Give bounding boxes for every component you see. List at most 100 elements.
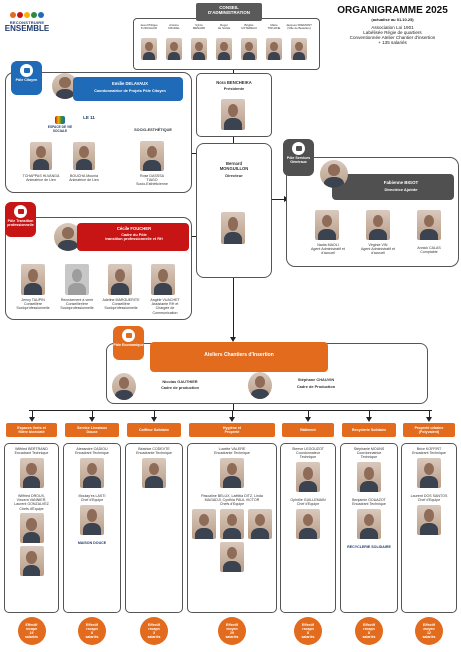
column-person-photo (296, 462, 320, 493)
page-title: ORGANIGRAMME 2025 (337, 5, 448, 16)
column-connector (369, 410, 370, 418)
effectif-badge: Effectif recapn 8 salariés (78, 617, 106, 645)
conseil-member-name: Marie TIRUANE (267, 23, 281, 31)
services-staff-2: Virginie VIN Agent Administratif et d'ac… (361, 243, 395, 256)
column-person: Brice KOFFIRT Encadrant Technique (412, 447, 446, 456)
column-person: Ophélie GUILLEMAIN Chef d'Equipe (290, 498, 326, 507)
connector-eco-down (233, 404, 234, 410)
pole-transition-tag-label: Pôle Transition professionnelle (7, 219, 34, 228)
heading-line-3: Conventionnée Atelier Chantier d'inserti… (349, 35, 436, 40)
directeur-box (196, 143, 272, 278)
conseil-title: CONSEIL D'ADMINISTRATION (196, 3, 262, 21)
column-person: Laurent DOS SANTOS Chef d'Equipe (410, 493, 448, 503)
transition-head-banner (77, 223, 189, 251)
ateliers-banner (150, 342, 328, 372)
column-person: Benjamin GOUAZOT Encadrant Technique (352, 498, 386, 507)
update-date: (actualisé au 01.10.25) (371, 17, 414, 22)
column-person-photo (248, 509, 272, 539)
directeur-photo (221, 212, 245, 244)
column-person-photo (357, 462, 381, 493)
evs-logo: ESPACE DE VIE SOCIALE (44, 116, 76, 136)
services-staff-photo-2 (366, 210, 390, 240)
conseil-member-photo (191, 38, 207, 60)
column-connector (31, 410, 33, 418)
effectif-badge: Effectif moyen 12 salariés (415, 617, 443, 645)
transition-staff-3: Adeline MARGUERITE Conseillère Socioprof… (102, 298, 140, 311)
column-arrow (305, 417, 311, 422)
effectif-badge: Effectif recapn 8 salariés (294, 617, 322, 645)
citoyen-head-role: Coordonnatrice de Projets Pôle Citoyen (94, 89, 166, 93)
directeur-role: Directeur (225, 173, 243, 178)
presidente-role: Présidente (223, 86, 245, 91)
column-person: Pascaline BELUX, Laëtitia DITZ, Linda MA… (201, 493, 263, 507)
citoyen-staff-1: TCHAPPAS HLVANGA Animatrice de Lien (22, 174, 60, 183)
conseil-member-name: Sylvie MENARD (192, 23, 206, 31)
presidente-name: Nora BENCHEIKA (216, 80, 252, 85)
transition-staff-2: Recrutement à venir Conseiller/ère Socio… (60, 298, 94, 311)
connector-to-economique (233, 278, 234, 337)
column-header: Hygiène et Propreté (189, 423, 275, 437)
manager-photo-2 (248, 372, 272, 399)
column-header: Bâtiment (282, 423, 334, 437)
effectif-badge: Effectif moyen 29 salariés (218, 617, 246, 645)
pole-economique-tag: Pôle Economique (113, 326, 144, 360)
column-logo: MAISON DOUCE (77, 540, 107, 545)
column-connector (308, 410, 309, 418)
connector-distribution-bar (29, 410, 432, 411)
column-person-photo (192, 509, 216, 539)
logo-line2: ENSEMBLE (4, 24, 50, 33)
org-logo: RECONSTRUIRE ENSEMBLE (4, 12, 50, 36)
evs-logo-text: ESPACE DE VIE SOCIALE (47, 125, 73, 133)
column-person-photo (19, 546, 44, 577)
gear-icon (292, 142, 305, 155)
column-person-photo (417, 504, 441, 535)
directeur-name: Bernard MONGUILLON (219, 161, 249, 171)
column-header: Service Livraison Douce (65, 423, 119, 437)
conseil-member-name: Antoine CRUDEL (168, 23, 180, 31)
citoyen-staff-photo-2 (73, 142, 95, 170)
column-arrow (229, 417, 235, 422)
effectif-badge: Effectif recapn 19 salariés (17, 617, 46, 645)
column-arrow (366, 417, 372, 422)
heading-line-2: Labélisée Régie de quartiers (363, 30, 422, 35)
services-staff-photo-3 (417, 210, 441, 240)
services-staff-1: Nadia MAOLI Agent Administratif et d'acc… (311, 243, 345, 256)
pole-economique-tag-label: Pôle Economique (113, 343, 144, 347)
column-arrow (89, 417, 95, 422)
conseil-member-photo (266, 38, 282, 60)
arrow-to-economique (230, 337, 236, 342)
manager-name-1: Nicolas GAUTHIER (162, 379, 198, 384)
column-person: Steeve LEGOUZOT Coordonnateur Technique (292, 447, 324, 460)
conseil-member-photo (291, 38, 307, 60)
transition-staff-photo-3 (108, 264, 132, 295)
citoyen-head-banner (73, 77, 183, 101)
ateliers-title: Ateliers Chantiers d'Insertion (204, 352, 274, 358)
connector-to-services (272, 199, 285, 200)
column-person: Wilfried BERTRAND Encadrant Technique (14, 447, 49, 456)
citoyen-staff-photo-3 (140, 141, 164, 171)
manager-role-2: Cadre de Production (296, 384, 336, 389)
pole-transition-tag: Pôle Transition professionnelle (5, 202, 36, 237)
coins-icon (122, 329, 135, 342)
services-staff-3: Annick CALAS Comptable (417, 246, 441, 255)
column-person-photo (220, 542, 244, 572)
citoyen-staff-photo-1 (30, 142, 52, 170)
transition-head-name: Cécile FOUCHER (116, 226, 152, 231)
heading-line-4: + 135 salariés (378, 40, 407, 45)
conseil-member-photo (241, 38, 257, 60)
logo-line1: RECONSTRUIRE (9, 20, 45, 25)
column-person-photo (80, 457, 104, 488)
conseil-member-name: Roger LE SAGE (217, 23, 231, 31)
conseil-member-name: Jean-Philippe FURCHAUD (140, 23, 158, 31)
manager-photo-1 (112, 373, 136, 400)
column-person-photo (417, 457, 441, 488)
connector-presidente-directeur (233, 137, 234, 143)
citoyen-head-name: Emilie DELAVAUX (112, 81, 148, 86)
conseil-member-name: Jacques FREMONT (Ville de Beaulieu) (286, 23, 312, 31)
column-person: Lucette VALERE Encadrante Technique (214, 447, 250, 456)
column-person-photo (220, 457, 244, 488)
column-person-photo (296, 509, 320, 539)
column-logo: RECYCLERIE SOLIDAIRE (347, 545, 391, 549)
logo-bubbles (4, 12, 50, 20)
conseil-member-photo (216, 38, 232, 60)
